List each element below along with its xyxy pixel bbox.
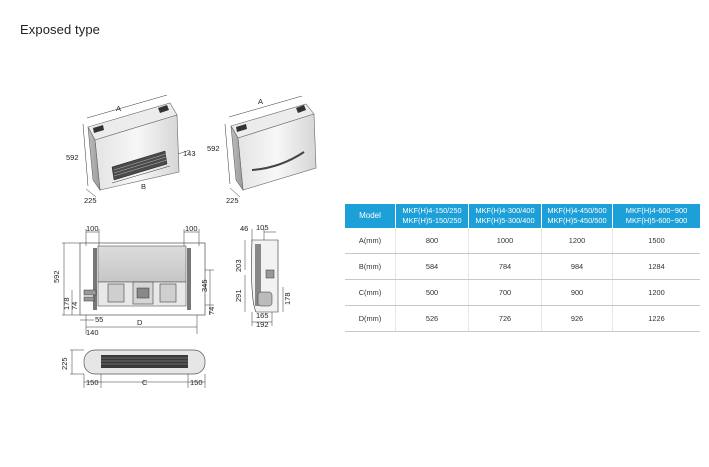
front-dim-55: 55 (95, 315, 103, 324)
table-cell: 584 (395, 253, 469, 280)
front-dim-side-a: 345 (200, 279, 209, 292)
spec-header-line: MKF(H)5-150/250 (402, 216, 462, 225)
row-label: A(mm) (345, 228, 396, 254)
table-cell: 700 (468, 279, 542, 306)
iso-left-dim-a: A (116, 104, 121, 113)
bottom-dim-height: 225 (60, 357, 69, 370)
iso-left-dim-b: B (141, 182, 146, 191)
page-title: Exposed type (20, 22, 100, 37)
iso-left-dim-height: 592 (66, 153, 79, 162)
front-dim-left-a: 178 (62, 297, 71, 310)
front-dim-height: 592 (52, 270, 61, 283)
table-row: D(mm) 526 726 926 1226 (345, 305, 700, 332)
side-dim-178: 178 (283, 292, 292, 305)
spec-table: Model MKF(H)4-150/250 MKF(H)5-150/250 MK… (345, 204, 700, 332)
spec-header-line: MKF(H)4-600~900 (625, 206, 688, 215)
spec-header-col: MKF(H)4-150/250 MKF(H)5-150/250 (395, 204, 469, 228)
spec-header-col: MKF(H)4-450/500 MKF(H)5-450/500 (541, 204, 613, 228)
table-cell: 500 (395, 279, 469, 306)
table-cell: 1200 (541, 228, 613, 254)
table-cell: 1200 (612, 279, 700, 306)
front-dim-left-b: 74 (70, 302, 79, 310)
side-dim-46: 46 (240, 224, 248, 233)
table-cell: 726 (468, 305, 542, 332)
front-dim-top-right: 100 (185, 224, 198, 233)
iso-left-dim-143: 143 (183, 149, 196, 158)
iso-right-dim-depth: 225 (226, 196, 239, 205)
spec-header-col: MKF(H)4-300/400 MKF(H)5-300/400 (468, 204, 542, 228)
front-dim-d: D (137, 318, 143, 327)
side-dim-203: 203 (234, 259, 243, 272)
iso-right-dim-height: 592 (207, 144, 220, 153)
bottom-dim-left: 150 (86, 378, 99, 387)
spec-header-line: MKF(H)4-300/400 (475, 206, 535, 215)
table-cell: 900 (541, 279, 613, 306)
side-dim-165: 165 (256, 311, 269, 320)
iso-unit-with-grille: A 592 143 B 225 (66, 94, 196, 205)
table-cell: 926 (541, 305, 613, 332)
spec-header-line: MKF(H)5-450/500 (547, 216, 607, 225)
iso-unit-closed: A 592 225 (207, 95, 317, 205)
table-cell: 984 (541, 253, 613, 280)
spec-header-model: Model (345, 204, 396, 228)
table-cell: 1000 (468, 228, 542, 254)
bottom-dim-c: C (142, 378, 148, 387)
table-cell: 1284 (612, 253, 700, 280)
spec-header-line: MKF(H)4-150/250 (402, 206, 462, 215)
front-dim-side-b: 74 (207, 307, 216, 315)
front-dim-top-left: 100 (86, 224, 99, 233)
bottom-dim-right: 150 (190, 378, 203, 387)
row-label: D(mm) (345, 305, 396, 332)
table-cell: 526 (395, 305, 469, 332)
spec-header-line: MKF(H)4-450/500 (547, 206, 607, 215)
side-dim-105: 105 (256, 223, 269, 232)
spec-header-line: MKF(H)5-600~900 (625, 216, 688, 225)
table-cell: 1500 (612, 228, 700, 254)
side-dim-192: 192 (256, 320, 269, 329)
row-label: B(mm) (345, 253, 396, 280)
spec-header-line: MKF(H)5-300/400 (475, 216, 535, 225)
spec-header-row: Model MKF(H)4-150/250 MKF(H)5-150/250 MK… (345, 204, 700, 228)
side-view: 46 105 203 291 178 165 192 (234, 223, 292, 329)
front-dim-140: 140 (86, 328, 99, 337)
table-cell: 1226 (612, 305, 700, 332)
table-row: C(mm) 500 700 900 1200 (345, 279, 700, 306)
bottom-view: 225 150 C 150 (60, 349, 206, 388)
row-label: C(mm) (345, 279, 396, 306)
front-view: 100 100 592 178 74 345 (52, 224, 216, 337)
iso-right-dim-a: A (258, 97, 263, 106)
iso-left-dim-depth: 225 (84, 196, 97, 205)
side-dim-291: 291 (234, 289, 243, 302)
table-row: A(mm) 800 1000 1200 1500 (345, 228, 700, 254)
spec-header-col: MKF(H)4-600~900 MKF(H)5-600~900 (612, 204, 700, 228)
table-cell: 784 (468, 253, 542, 280)
table-row: B(mm) 584 784 984 1284 (345, 253, 700, 280)
table-cell: 800 (395, 228, 469, 254)
